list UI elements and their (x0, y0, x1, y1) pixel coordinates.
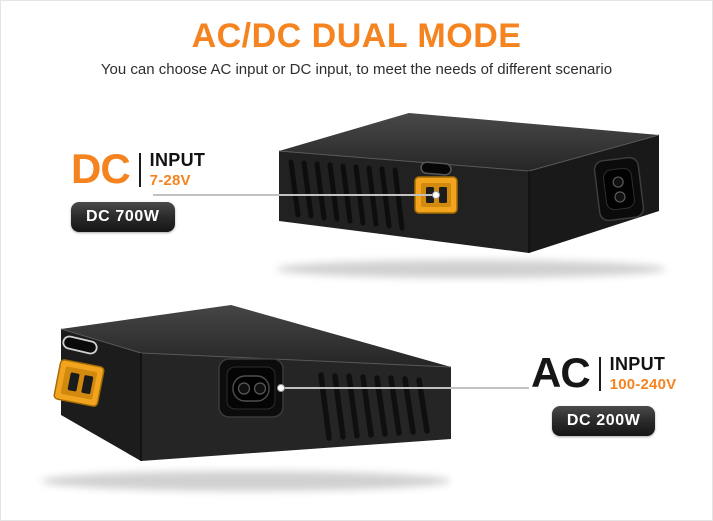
callout-dot (432, 191, 440, 199)
vent-grille (318, 372, 430, 441)
ac-input-stack: INPUT 100-240V (610, 355, 677, 393)
page-subtitle: You can choose AC input or DC input, to … (100, 61, 613, 78)
ac-voltage-range: 100-240V (609, 375, 677, 393)
callout-dot (277, 384, 285, 392)
device-front-face (141, 353, 451, 461)
charger-top-device (276, 113, 666, 278)
dc-input-annotation: DC INPUT 7-28V DC 700W (71, 145, 206, 232)
dc-input-stack: INPUT 7-28V (150, 151, 206, 189)
ac-inlet-icon (218, 358, 284, 418)
header: AC/DC DUAL MODE You can choose AC input … (1, 17, 712, 78)
ac-callout-line (277, 384, 529, 392)
ac-input-word: INPUT (609, 354, 666, 374)
usb-c-port-icon (420, 161, 452, 176)
ac-input-annotation: AC INPUT 100-240V DC 200W (531, 349, 677, 436)
dc-mode-label: DC (71, 145, 131, 193)
charger-bottom-device (41, 305, 452, 491)
ac-inlet-icon (593, 156, 645, 222)
annotation-divider (138, 152, 141, 187)
device-top-face (61, 305, 451, 367)
ac-input-row: AC INPUT 100-240V (531, 349, 677, 397)
annotation-divider (598, 356, 601, 391)
device-top-face (279, 113, 659, 171)
device-front-face (279, 151, 529, 253)
dc-input-row: DC INPUT 7-28V (71, 145, 206, 193)
ac-power-badge: DC 200W (551, 405, 656, 436)
xt60-connector-icon (53, 359, 105, 407)
dc-input-word: INPUT (149, 150, 206, 170)
device-shadow (276, 260, 666, 278)
dc-voltage-range: 7-28V (149, 171, 191, 189)
dc-power-badge: DC 700W (71, 201, 175, 232)
dc-callout-line (153, 191, 440, 199)
device-left-face (61, 329, 141, 461)
device-shadow (41, 471, 451, 491)
page-title: AC/DC DUAL MODE (191, 17, 522, 55)
ac-mode-label: AC (531, 349, 591, 397)
usb-c-port-icon (62, 335, 98, 355)
